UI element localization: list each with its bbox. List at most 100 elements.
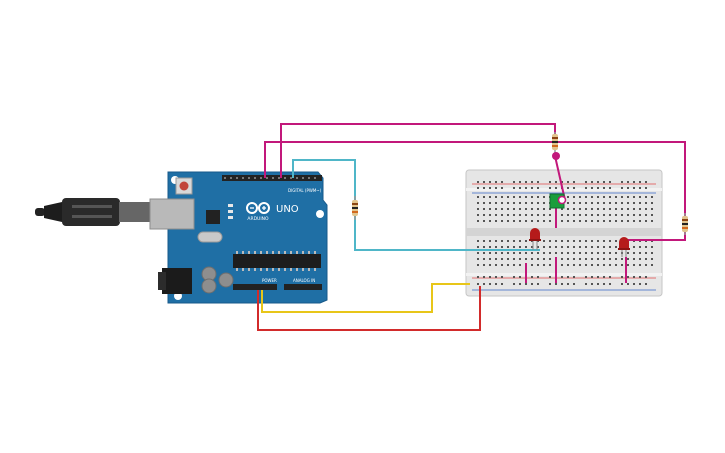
wires[interactable] bbox=[257, 123, 686, 331]
breadboard-hole[interactable] bbox=[501, 220, 503, 222]
breadboard-hole[interactable] bbox=[477, 258, 479, 260]
breadboard-hole[interactable] bbox=[639, 252, 641, 254]
breadboard-hole[interactable] bbox=[549, 246, 551, 248]
breadboard-hole[interactable] bbox=[489, 202, 491, 204]
breadboard-hole[interactable] bbox=[531, 202, 533, 204]
breadboard-hole[interactable] bbox=[639, 264, 641, 266]
breadboard-hole[interactable] bbox=[549, 283, 551, 285]
breadboard-hole[interactable] bbox=[573, 220, 575, 222]
breadboard-hole[interactable] bbox=[573, 276, 575, 278]
breadboard-hole[interactable] bbox=[585, 276, 587, 278]
breadboard-hole[interactable] bbox=[609, 202, 611, 204]
digital-pin[interactable] bbox=[254, 177, 256, 179]
breadboard-hole[interactable] bbox=[603, 220, 605, 222]
breadboard-hole[interactable] bbox=[507, 258, 509, 260]
breadboard-hole[interactable] bbox=[627, 202, 629, 204]
breadboard-hole[interactable] bbox=[645, 181, 647, 183]
breadboard-hole[interactable] bbox=[555, 246, 557, 248]
breadboard-hole[interactable] bbox=[507, 264, 509, 266]
breadboard-hole[interactable] bbox=[639, 181, 641, 183]
breadboard-hole[interactable] bbox=[513, 276, 515, 278]
breadboard-hole[interactable] bbox=[621, 258, 623, 260]
breadboard-hole[interactable] bbox=[651, 220, 653, 222]
breadboard-hole[interactable] bbox=[597, 252, 599, 254]
breadboard-hole[interactable] bbox=[501, 240, 503, 242]
breadboard-hole[interactable] bbox=[495, 240, 497, 242]
breadboard-hole[interactable] bbox=[537, 276, 539, 278]
breadboard-hole[interactable] bbox=[573, 202, 575, 204]
breadboard-hole[interactable] bbox=[561, 208, 563, 210]
breadboard-hole[interactable] bbox=[513, 181, 515, 183]
breadboard-hole[interactable] bbox=[501, 202, 503, 204]
breadboard-hole[interactable] bbox=[651, 264, 653, 266]
breadboard-hole[interactable] bbox=[645, 283, 647, 285]
breadboard-hole[interactable] bbox=[561, 258, 563, 260]
breadboard-hole[interactable] bbox=[513, 202, 515, 204]
digital-pin[interactable] bbox=[242, 177, 244, 179]
breadboard-hole[interactable] bbox=[633, 196, 635, 198]
breadboard-hole[interactable] bbox=[531, 258, 533, 260]
breadboard-hole[interactable] bbox=[525, 208, 527, 210]
power-header[interactable] bbox=[233, 284, 277, 290]
breadboard-hole[interactable] bbox=[525, 240, 527, 242]
breadboard-hole[interactable] bbox=[495, 264, 497, 266]
breadboard-hole[interactable] bbox=[597, 220, 599, 222]
breadboard-hole[interactable] bbox=[603, 246, 605, 248]
breadboard-hole[interactable] bbox=[591, 196, 593, 198]
wire-teal[interactable] bbox=[292, 159, 540, 251]
breadboard-hole[interactable] bbox=[495, 196, 497, 198]
breadboard-hole[interactable] bbox=[609, 258, 611, 260]
breadboard-hole[interactable] bbox=[585, 240, 587, 242]
breadboard-hole[interactable] bbox=[549, 187, 551, 189]
breadboard-hole[interactable] bbox=[477, 220, 479, 222]
breadboard-hole[interactable] bbox=[627, 214, 629, 216]
breadboard-hole[interactable] bbox=[621, 181, 623, 183]
breadboard-hole[interactable] bbox=[531, 220, 533, 222]
breadboard-hole[interactable] bbox=[603, 252, 605, 254]
digital-pin[interactable] bbox=[284, 177, 286, 179]
breadboard-hole[interactable] bbox=[495, 276, 497, 278]
breadboard-hole[interactable] bbox=[621, 196, 623, 198]
breadboard-hole[interactable] bbox=[537, 252, 539, 254]
breadboard-hole[interactable] bbox=[651, 196, 653, 198]
breadboard-hole[interactable] bbox=[555, 240, 557, 242]
breadboard-hole[interactable] bbox=[483, 220, 485, 222]
wire-magenta-button[interactable] bbox=[554, 155, 566, 201]
breadboard-hole[interactable] bbox=[591, 181, 593, 183]
breadboard-hole[interactable] bbox=[543, 252, 545, 254]
breadboard-hole[interactable] bbox=[489, 220, 491, 222]
breadboard-hole[interactable] bbox=[483, 276, 485, 278]
breadboard-hole[interactable] bbox=[537, 264, 539, 266]
breadboard-hole[interactable] bbox=[597, 196, 599, 198]
breadboard-hole[interactable] bbox=[579, 196, 581, 198]
breadboard-hole[interactable] bbox=[537, 220, 539, 222]
breadboard-hole[interactable] bbox=[585, 252, 587, 254]
breadboard-hole[interactable] bbox=[633, 258, 635, 260]
breadboard-hole[interactable] bbox=[519, 187, 521, 189]
breadboard-hole[interactable] bbox=[609, 264, 611, 266]
breadboard-hole[interactable] bbox=[549, 181, 551, 183]
breadboard-hole[interactable] bbox=[495, 202, 497, 204]
breadboard-hole[interactable] bbox=[537, 181, 539, 183]
breadboard-hole[interactable] bbox=[501, 252, 503, 254]
breadboard-hole[interactable] bbox=[591, 264, 593, 266]
breadboard-hole[interactable] bbox=[597, 283, 599, 285]
breadboard-hole[interactable] bbox=[567, 246, 569, 248]
breadboard-hole[interactable] bbox=[507, 240, 509, 242]
breadboard-hole[interactable] bbox=[639, 276, 641, 278]
breadboard-hole[interactable] bbox=[483, 283, 485, 285]
digital-pin[interactable] bbox=[314, 177, 316, 179]
breadboard-hole[interactable] bbox=[513, 196, 515, 198]
breadboard-hole[interactable] bbox=[549, 240, 551, 242]
breadboard-hole[interactable] bbox=[489, 252, 491, 254]
breadboard-hole[interactable] bbox=[531, 187, 533, 189]
breadboard-hole[interactable] bbox=[489, 276, 491, 278]
breadboard-hole[interactable] bbox=[477, 202, 479, 204]
digital-pin[interactable] bbox=[308, 177, 310, 179]
breadboard-hole[interactable] bbox=[555, 252, 557, 254]
breadboard-hole[interactable] bbox=[507, 208, 509, 210]
breadboard-hole[interactable] bbox=[531, 181, 533, 183]
breadboard-hole[interactable] bbox=[621, 276, 623, 278]
breadboard-hole[interactable] bbox=[591, 220, 593, 222]
breadboard-hole[interactable] bbox=[531, 208, 533, 210]
